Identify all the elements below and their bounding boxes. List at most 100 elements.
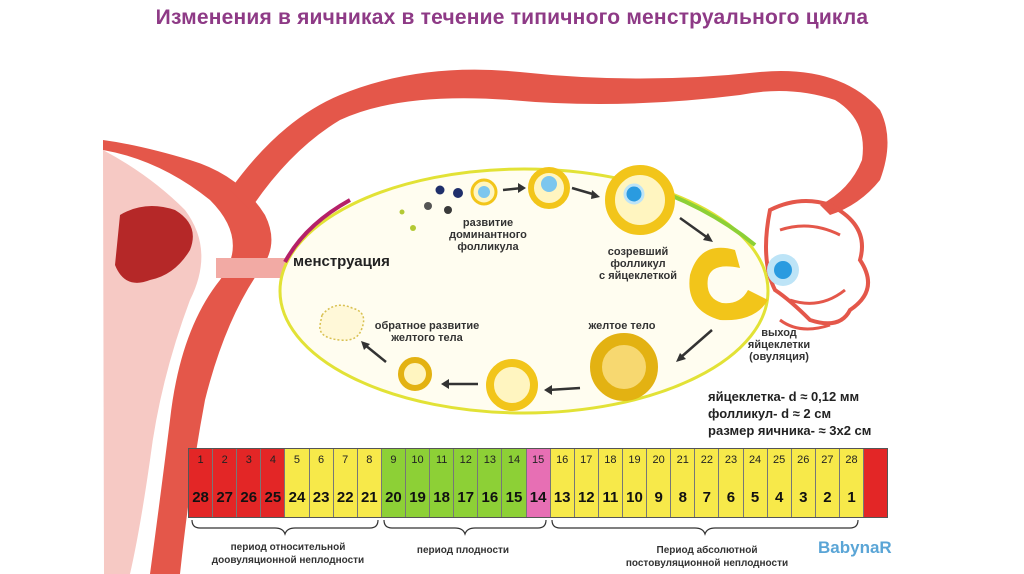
- label-regression: обратное развитие желтого тела: [374, 320, 480, 344]
- days-to-ovulation-number: 26: [240, 489, 258, 506]
- day-cell: 5 24: [285, 449, 310, 517]
- corpus-luteum-regressing: [486, 359, 538, 411]
- fimbriae: [764, 199, 870, 326]
- uterus-blood: [115, 206, 193, 283]
- period-absolute: Период абсолютной постовуляционной непло…: [625, 545, 789, 569]
- cycle-day-number: 4: [269, 454, 276, 466]
- cycle-day-number: 7: [342, 454, 349, 466]
- days-to-ovulation-number: 25: [264, 489, 282, 506]
- cycle-day-number: 26: [797, 454, 810, 466]
- arrow-head: [518, 183, 526, 193]
- day-cell: 12 17: [454, 449, 479, 517]
- cycle-day-number: 12: [459, 454, 472, 466]
- size-egg: яйцеклетка- d ≈ 0,12 мм: [708, 389, 860, 404]
- days-to-ovulation-number: 3: [799, 489, 808, 506]
- cycle-day-number: 8: [366, 454, 373, 466]
- primordial-follicle: [424, 202, 432, 210]
- brand-logo: BabynaR: [818, 538, 892, 558]
- size-follicle: фолликул- d ≈ 2 см: [708, 406, 832, 421]
- cycle-day-number: 27: [821, 454, 834, 466]
- arrow-head: [676, 353, 686, 362]
- cycle-day-number: 2: [221, 454, 228, 466]
- arrow: [679, 216, 709, 240]
- days-to-ovulation-number: 14: [529, 489, 547, 506]
- day-cell: 23 6: [719, 449, 744, 517]
- cycle-day-number: 19: [628, 454, 641, 466]
- arrow: [364, 344, 387, 363]
- arrow: [547, 386, 581, 392]
- size-notes: яйцеклетка- d ≈ 0,12 мм фолликул- d ≈ 2 …: [708, 388, 871, 439]
- label-menstruation: менструация: [293, 253, 390, 270]
- ovary-arc-menstrual: [283, 198, 351, 263]
- uterus-wall: [103, 140, 272, 574]
- label-ovulation: выход яйцеклетки (овуляция): [747, 327, 811, 363]
- day-cell: 24 5: [743, 449, 768, 517]
- primordial-follicle: [399, 209, 405, 215]
- arrow-head: [703, 233, 713, 242]
- days-to-ovulation-number: 18: [433, 489, 450, 506]
- cycle-day-number: 14: [507, 454, 521, 466]
- cycle-day-number: 24: [748, 454, 762, 466]
- cycle-day-number: 23: [724, 454, 738, 466]
- cycle-day-number: 15: [531, 454, 545, 466]
- cycle-day-number: 11: [435, 454, 448, 466]
- days-to-ovulation-number: 2: [823, 489, 832, 506]
- day-cell: 3 26: [237, 449, 262, 517]
- period-fertile: период плодности: [416, 545, 510, 556]
- days-to-ovulation-number: 23: [312, 489, 330, 506]
- day-cell: 20 9: [647, 449, 672, 517]
- size-ovary: размер яичника- ≈ 3х2 см: [708, 423, 872, 438]
- day-cell: 22 7: [695, 449, 720, 517]
- day-cell: 27 2: [815, 449, 840, 517]
- cycle-day-number: 20: [652, 454, 665, 466]
- cycle-day-number: 17: [580, 454, 593, 466]
- fallopian-tube: [230, 69, 888, 216]
- arrow-head: [544, 385, 552, 395]
- days-to-ovulation-number: 19: [409, 489, 426, 506]
- day-cell: 11 18: [430, 449, 455, 517]
- cycle-day-number: 25: [773, 454, 786, 466]
- corpus-luteum: [590, 333, 658, 401]
- days-to-ovulation-number: 10: [626, 489, 643, 506]
- days-to-ovulation-number: 6: [726, 489, 736, 506]
- egg-cell: [478, 186, 490, 198]
- days-to-ovulation-number: 8: [678, 489, 687, 506]
- period-relative: период относительной доовуляционной непл…: [211, 542, 365, 566]
- day-cell: 26 3: [791, 449, 816, 517]
- fimbriae-inner: [779, 224, 846, 331]
- days-to-ovulation-number: 21: [360, 489, 378, 506]
- day-cell: [864, 449, 888, 517]
- days-to-ovulation-number: 17: [457, 489, 475, 506]
- primordial-follicle: [453, 188, 463, 198]
- days-to-ovulation-number: 5: [750, 489, 760, 506]
- cycle-day-number: 5: [293, 454, 301, 466]
- days-to-ovulation-number: 9: [654, 489, 663, 506]
- cycle-day-number: 3: [245, 454, 252, 466]
- primordial-follicle: [435, 185, 445, 195]
- days-to-ovulation-number: 13: [553, 489, 571, 506]
- days-to-ovulation-number: 24: [288, 489, 306, 506]
- day-cell: 4 25: [261, 449, 286, 517]
- cycle-day-number: 22: [700, 454, 713, 466]
- label-mature-follicle: созревший фолликул с яйцеклеткой: [599, 246, 677, 282]
- days-to-ovulation-number: 7: [702, 489, 712, 506]
- day-cell: 8 21: [357, 449, 382, 517]
- days-to-ovulation-number: 4: [775, 489, 784, 506]
- label-dominant-follicle: развитие доминантного фолликула: [449, 217, 527, 253]
- cycle-day-number: 16: [556, 454, 569, 466]
- corpus-luteum-regressing: [398, 357, 432, 391]
- days-to-ovulation-number: 16: [481, 489, 499, 506]
